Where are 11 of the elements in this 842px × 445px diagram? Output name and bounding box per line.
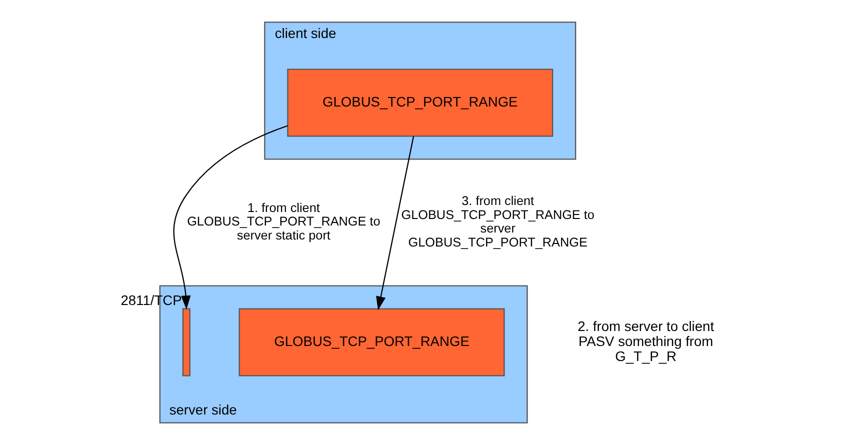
arrow <box>173 125 288 310</box>
cluster <box>264 22 576 160</box>
edge-label: 1. from client GLOBUS_TCP_PORT_RANGE to server static port <box>187 200 380 243</box>
node-box: GLOBUS_TCP_PORT_RANGE <box>287 68 554 137</box>
arrow <box>376 136 414 310</box>
node-label: server side <box>169 401 237 418</box>
edge-label: 3. from client GLOBUS_TCP_PORT_RANGE to server GLOBUS_TCP_PORT_RANGE <box>401 194 594 250</box>
node-label: client side <box>274 24 336 41</box>
label: 2. from server to client PASV something from G_T_P_R <box>578 318 714 364</box>
node-bar <box>182 308 190 376</box>
node-box: GLOBUS_TCP_PORT_RANGE <box>238 308 505 376</box>
